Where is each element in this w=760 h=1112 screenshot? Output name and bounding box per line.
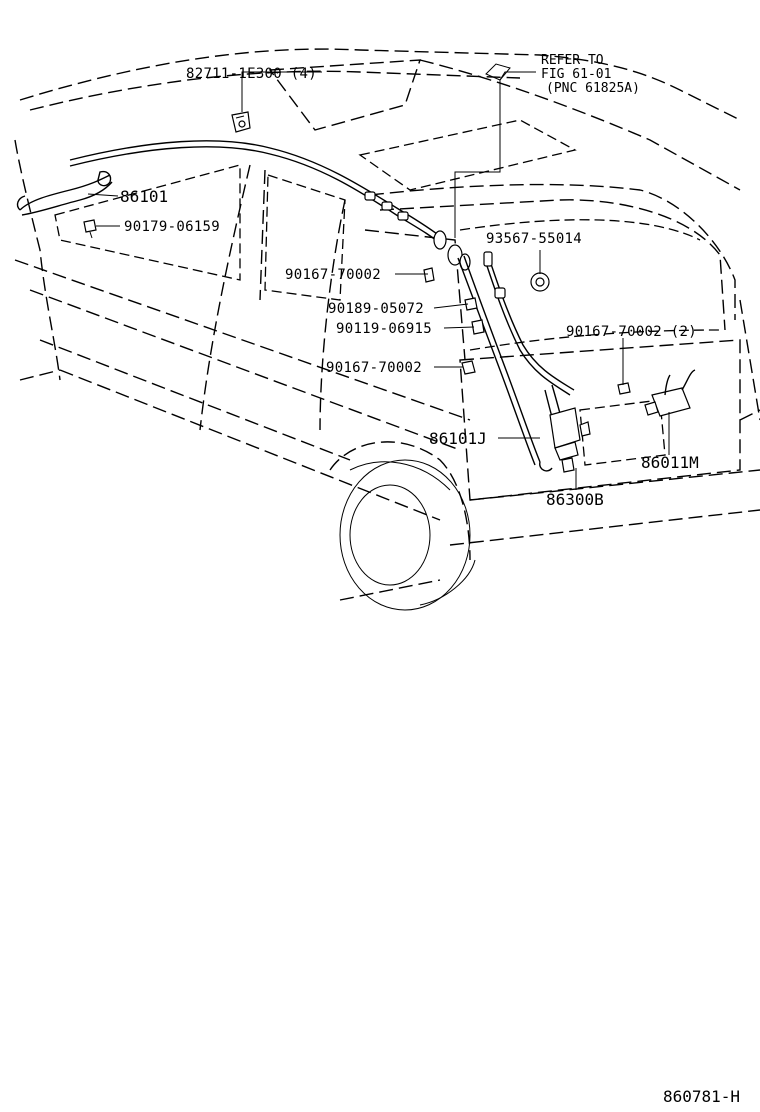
- callout-86300B: 86300B: [546, 490, 604, 509]
- callout-90189: 90189-05072: [328, 301, 424, 317]
- callout-90179: 90179-06159: [124, 219, 220, 235]
- figure-id: 860781-H: [663, 1087, 740, 1106]
- callout-86011M: 86011M: [641, 453, 699, 472]
- bolt-90179: [83, 219, 97, 239]
- callout-90119: 90119-06915: [336, 321, 432, 337]
- grommet-pillar: [433, 230, 471, 271]
- callout-93567: 93567-55014: [486, 231, 582, 247]
- antenna-cord-86011M: [617, 369, 696, 417]
- callout-86101: 86101: [120, 187, 168, 206]
- vehicle-body-outline: [14, 48, 760, 601]
- callout-90167-b: 90167-70002: [326, 360, 422, 376]
- rear-wheel: [339, 459, 476, 611]
- antenna-amplifier-86300B: [549, 407, 591, 473]
- callout-labels: 82711-1E300 (4) 86101 90179-06159 REFER …: [120, 53, 699, 509]
- refer-line-1: REFER TO: [541, 53, 604, 68]
- callout-86101J: 86101J: [429, 429, 487, 448]
- callout-82711: 82711-1E300 (4): [186, 66, 317, 82]
- clamp-82711: [231, 111, 251, 133]
- refer-line-2: FIG 61-01: [541, 67, 611, 82]
- front-harness: [16, 140, 446, 247]
- leader-lines: [87, 63, 670, 490]
- refer-line-3: (PNC 61825A): [546, 81, 640, 96]
- callout-90167-a: 90167-70002: [285, 267, 381, 283]
- grommet-93567: [530, 272, 550, 292]
- hardware-pillar: [423, 267, 485, 375]
- callout-90167-c: 90167-70002 (2): [566, 324, 697, 340]
